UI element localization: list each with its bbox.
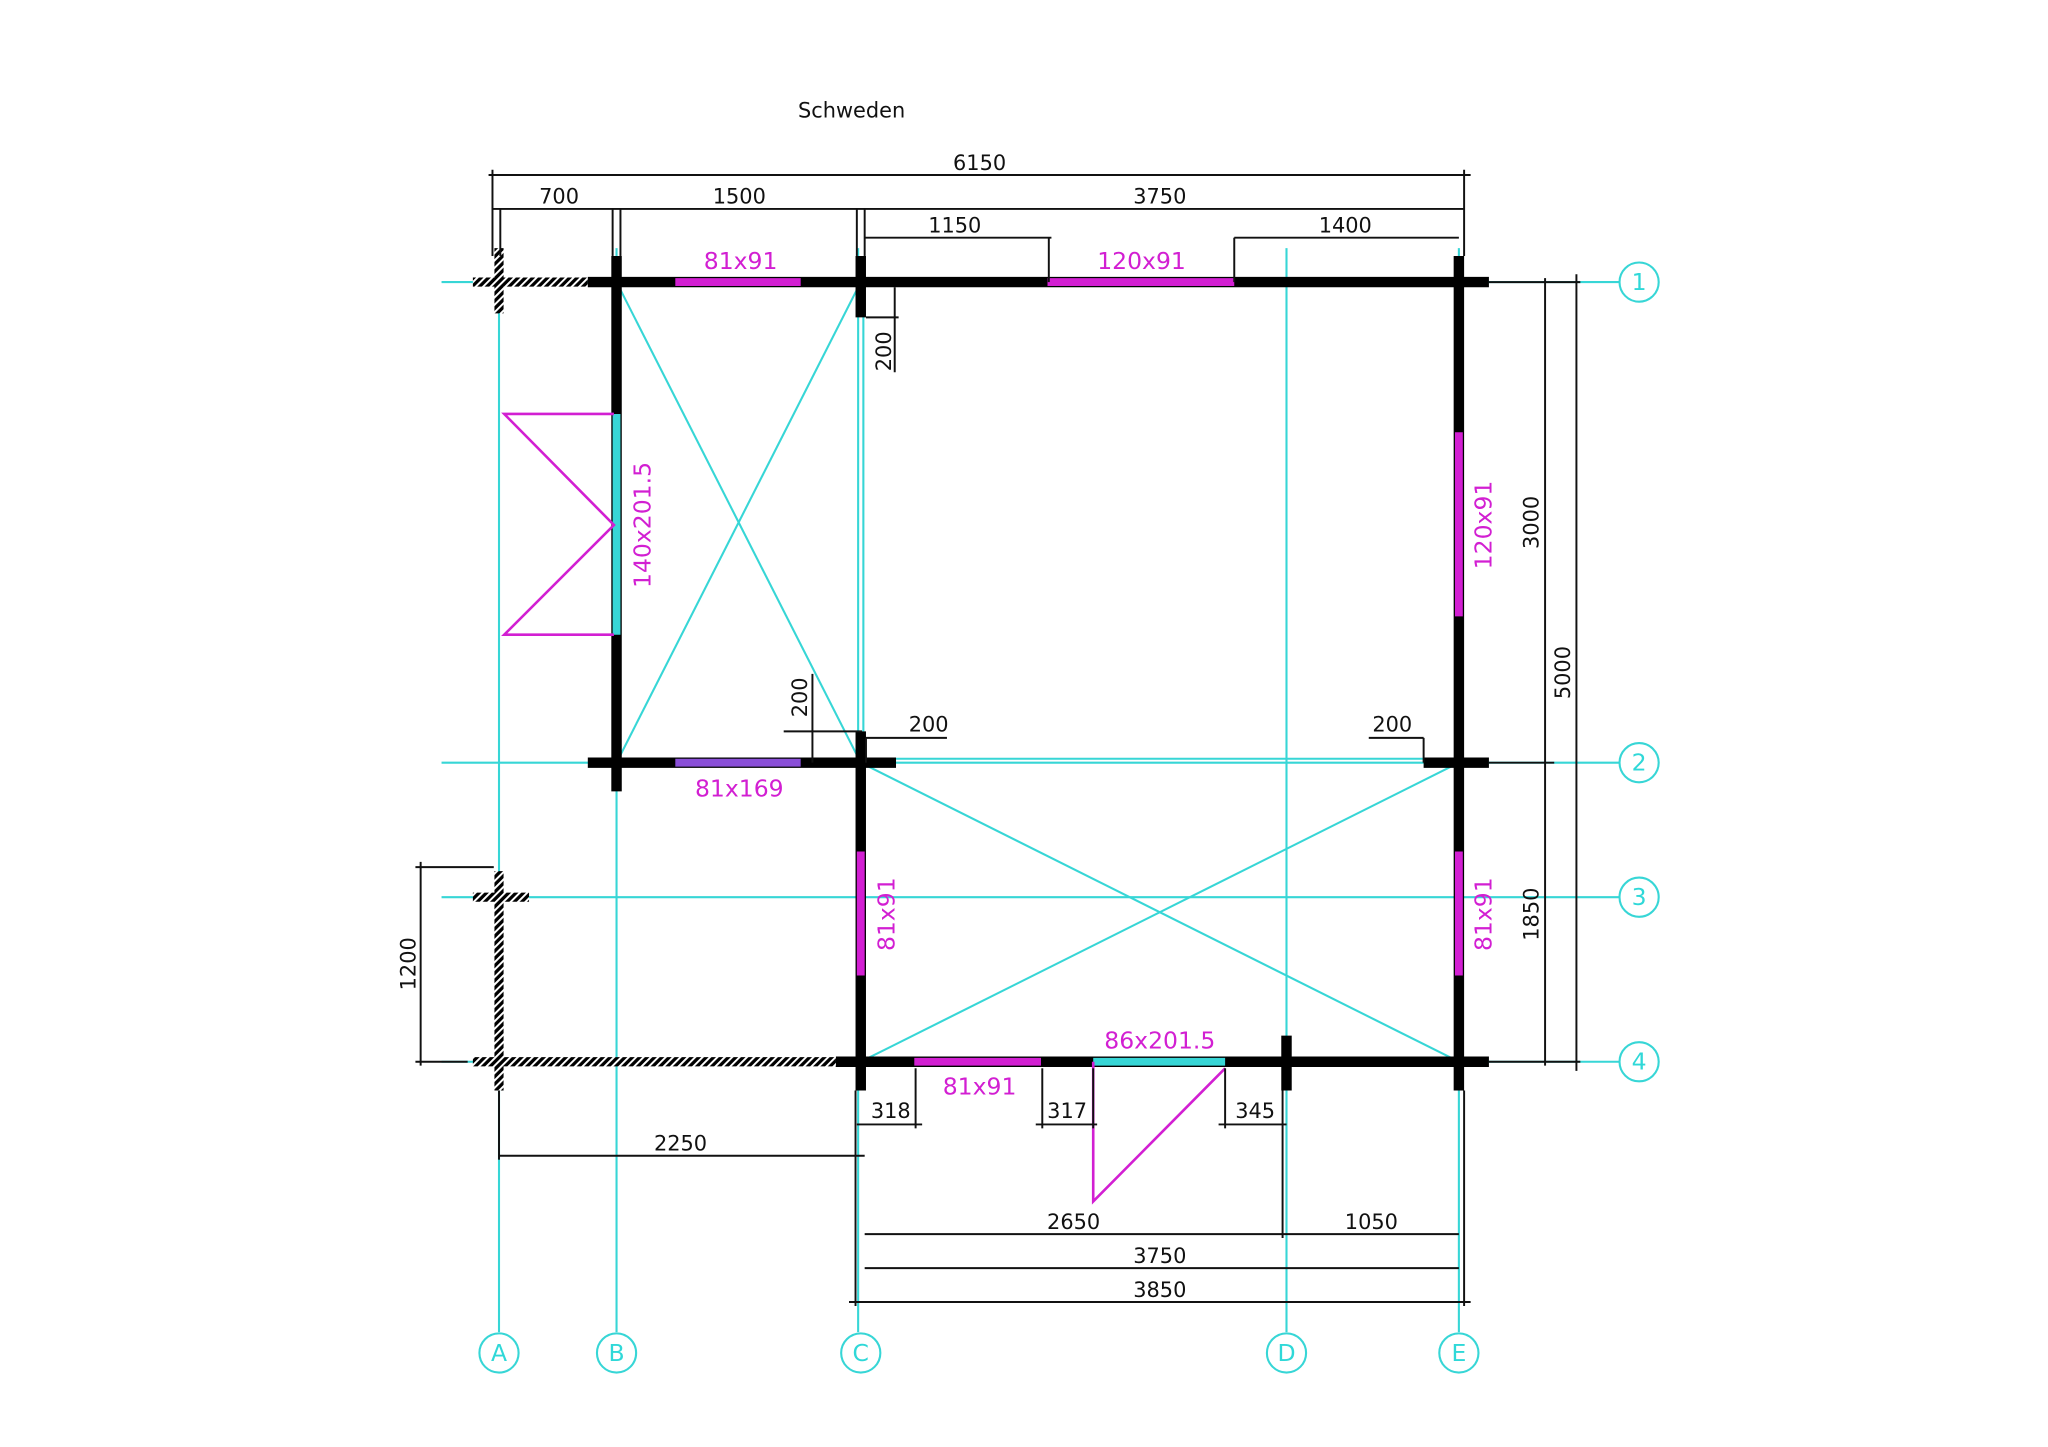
label-bottom-door: 86x201.5	[1104, 1027, 1215, 1055]
label-mid-window: 81x169	[695, 775, 784, 803]
walls	[472, 248, 1489, 1091]
dim-bottom-345: 345	[1235, 1099, 1275, 1123]
label-top-right-window: 120x91	[1097, 247, 1186, 275]
svg-text:4: 4	[1632, 1048, 1647, 1076]
label-c-window: 81x91	[873, 877, 901, 951]
openings	[501, 278, 1463, 1205]
svg-text:D: D	[1277, 1339, 1295, 1367]
svg-text:C: C	[853, 1339, 869, 1367]
axis-marker-3: 3	[1618, 876, 1660, 918]
axis-marker-a: A	[478, 1332, 520, 1374]
axis-marker-4: 4	[1618, 1041, 1660, 1083]
dim-right-total: 5000	[1551, 646, 1575, 699]
dim-overall-top: 6150	[953, 151, 1006, 175]
label-e-lower-window: 81x91	[1470, 877, 1498, 951]
axis-marker-2: 2	[1618, 742, 1660, 784]
dim-bottom-c-e: 3750	[1133, 1244, 1186, 1268]
dim-left-terrace: 1200	[396, 937, 420, 990]
axis-marker-e: E	[1438, 1332, 1480, 1374]
label-right-upper-window: 120x91	[1470, 481, 1498, 570]
axis-marker-b: B	[595, 1332, 638, 1374]
svg-text:E: E	[1451, 1339, 1466, 1367]
dim-bottom-318: 318	[871, 1099, 911, 1123]
dim-right-2-4: 1850	[1520, 888, 1544, 941]
plan-title: Schweden	[798, 99, 905, 123]
svg-text:3: 3	[1632, 883, 1647, 911]
dim-top-window-left: 1150	[928, 213, 981, 237]
dim-top-c-e: 3750	[1133, 185, 1186, 209]
svg-text:B: B	[608, 1339, 624, 1367]
dim-top-b-c: 1500	[713, 185, 766, 209]
dim-post-top: 200	[872, 331, 896, 371]
axis-marker-c: C	[840, 1332, 882, 1374]
dim-top-window-right: 1400	[1319, 213, 1372, 237]
dim-bottom-c-d: 2650	[1047, 1210, 1100, 1234]
svg-text:2: 2	[1632, 749, 1647, 777]
axis-marker-1: 1	[1618, 261, 1660, 303]
axis-marker-d: D	[1265, 1332, 1308, 1374]
dim-bottom-a-c: 2250	[654, 1132, 707, 1156]
dim-post-mid-e: 200	[1372, 712, 1412, 736]
label-bottom-window: 81x91	[943, 1072, 1017, 1100]
dim-top-a-b: 700	[539, 185, 579, 209]
svg-text:A: A	[491, 1339, 507, 1367]
label-left-door: 140x201.5	[628, 462, 656, 588]
dimension-lines	[415, 169, 1581, 1306]
dim-right-1-2: 3000	[1520, 496, 1544, 549]
label-top-left-window: 81x91	[704, 247, 778, 275]
dim-bottom-overall: 3850	[1133, 1278, 1186, 1302]
svg-text:1: 1	[1632, 268, 1647, 296]
dim-bottom-d-e: 1050	[1345, 1210, 1398, 1234]
dim-bottom-317: 317	[1047, 1099, 1087, 1123]
dim-post-mid-c: 200	[909, 712, 949, 736]
dim-post-mid-vertical: 200	[788, 677, 812, 717]
